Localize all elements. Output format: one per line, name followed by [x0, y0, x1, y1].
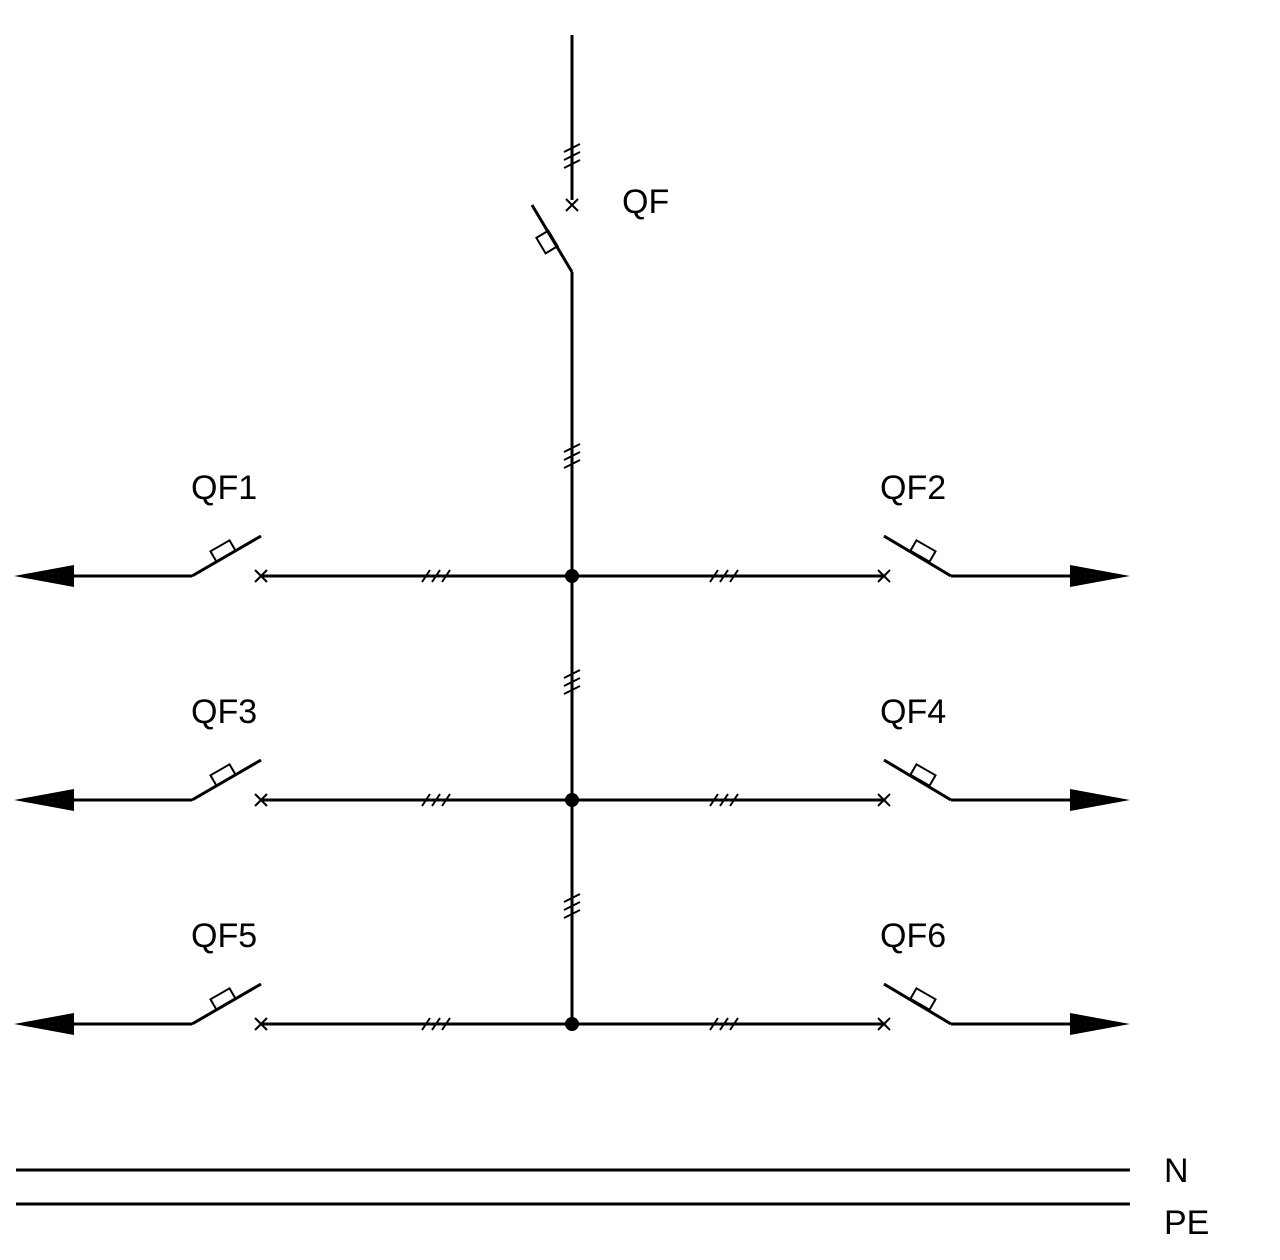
three-phase-marker	[563, 443, 581, 469]
main-breaker: QF	[530, 183, 669, 273]
branch-qf6: QF6	[572, 917, 1130, 1035]
branch-qf4: QF4	[572, 693, 1130, 811]
branch-qf3: QF3	[14, 693, 572, 811]
branch-label: QF3	[191, 693, 257, 731]
branch-qf5: QF5	[14, 917, 572, 1035]
outgoing-arrow	[14, 789, 74, 811]
incoming-feeder	[563, 35, 581, 200]
three-phase-marker	[563, 143, 581, 169]
outgoing-arrow	[14, 1013, 74, 1035]
neutral-bus-label: N	[1164, 1152, 1189, 1190]
branch-row-2: QF3 QF4	[14, 693, 1130, 811]
branch-row-1: QF1 QF2	[14, 469, 1130, 587]
branch-label: QF2	[880, 469, 946, 507]
three-phase-marker	[563, 669, 581, 695]
outgoing-arrow	[14, 565, 74, 587]
branch-label: QF6	[880, 917, 946, 955]
branch-label: QF1	[191, 469, 257, 507]
outgoing-arrow	[1070, 565, 1130, 587]
three-phase-marker	[563, 893, 581, 919]
branch-qf2: QF2	[572, 469, 1130, 587]
outgoing-arrow	[1070, 1013, 1130, 1035]
branch-qf1: QF1	[14, 469, 572, 587]
protective-earth-bus: PE	[16, 1202, 1209, 1242]
outgoing-arrow	[1070, 789, 1130, 811]
main-breaker-label: QF	[622, 183, 669, 221]
branch-row-3: QF5 QF6	[14, 917, 1130, 1035]
branch-label: QF5	[191, 917, 257, 955]
protective-earth-bus-label: PE	[1164, 1204, 1209, 1242]
branch-label: QF4	[880, 693, 946, 731]
main-busbar	[563, 272, 581, 1024]
neutral-bus: N	[16, 1152, 1189, 1190]
